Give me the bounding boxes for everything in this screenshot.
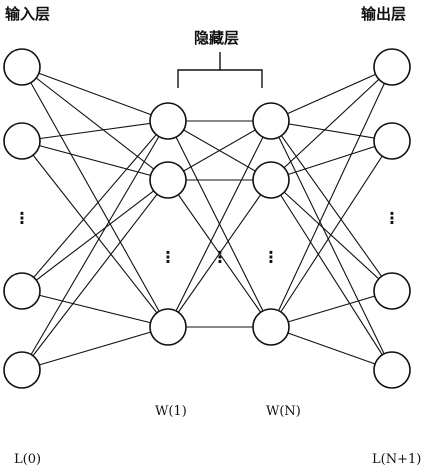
input-layer-label: 输入层 <box>5 5 51 23</box>
layer-first-index-label: L(0) <box>14 452 42 467</box>
edge-hidden-n-2-to-output-3 <box>270 326 393 371</box>
output-neuron-2 <box>373 272 411 310</box>
layer-last-index-label: L(N+1) <box>372 452 422 467</box>
edge-input-0-to-hidden-1-2 <box>21 66 169 328</box>
edge-hidden-n-1-to-output-0 <box>270 66 393 181</box>
hidden-layer-label: 隐藏层 <box>194 29 240 47</box>
edge-hidden-n-0-to-output-3 <box>270 120 393 371</box>
hidden-1-ellipsis: ⋮ <box>160 248 176 267</box>
edge-hidden-n-1-to-output-2 <box>270 179 393 292</box>
input-neuron-3 <box>3 351 41 389</box>
output-neuron-0 <box>373 48 411 86</box>
hidden-n-ellipsis: ⋮ <box>263 248 279 267</box>
edge-hidden-n-2-to-output-2 <box>270 290 393 328</box>
hidden-n-neuron-1 <box>252 161 290 199</box>
output-neuron-1 <box>373 122 411 160</box>
neuron-nodes <box>3 48 411 389</box>
edge-input-1-to-hidden-1-1 <box>21 140 169 181</box>
edge-input-0-to-hidden-1-0 <box>21 66 169 122</box>
hidden-n-neuron-2 <box>252 308 290 346</box>
edge-input-2-to-hidden-1-1 <box>21 179 169 292</box>
edge-hidden-n-0-to-output-1 <box>270 120 393 142</box>
middle-ellipsis: ⋮ <box>212 248 228 267</box>
edge-hidden-n-1-to-output-1 <box>270 140 393 181</box>
ellipsis-marks: ⋮ ⋮ ⋮ ⋮ ⋮ <box>14 209 400 267</box>
hidden-1-neuron-0 <box>149 102 187 140</box>
edge-input-1-to-hidden-1-0 <box>21 120 169 142</box>
edge-hidden-1-2-to-hidden-n-0 <box>167 120 272 328</box>
edge-hidden-1-1-to-hidden-n-0 <box>167 120 272 181</box>
edge-input-3-to-hidden-1-1 <box>21 179 169 371</box>
connection-lines <box>21 66 393 371</box>
hidden-1-neuron-1 <box>149 161 187 199</box>
edge-hidden-n-0-to-output-0 <box>270 66 393 122</box>
weight-first-label: W(1) <box>155 404 187 419</box>
edge-input-3-to-hidden-1-2 <box>21 326 169 371</box>
input-neuron-0 <box>3 48 41 86</box>
edge-input-0-to-hidden-1-1 <box>21 66 169 181</box>
edge-input-2-to-hidden-1-2 <box>21 290 169 328</box>
edge-hidden-1-2-to-hidden-n-1 <box>167 179 272 328</box>
edge-hidden-n-2-to-output-0 <box>270 66 393 328</box>
hidden-layer-bracket <box>177 52 263 88</box>
edge-input-1-to-hidden-1-2 <box>21 140 169 328</box>
edge-hidden-n-2-to-output-1 <box>270 140 393 328</box>
output-ellipsis: ⋮ <box>384 209 400 228</box>
edge-hidden-n-1-to-output-3 <box>270 179 393 371</box>
input-neuron-1 <box>3 122 41 160</box>
input-neuron-2 <box>3 272 41 310</box>
output-neuron-3 <box>373 351 411 389</box>
weight-last-label: W(N) <box>266 404 301 419</box>
hidden-1-neuron-2 <box>149 308 187 346</box>
edge-input-2-to-hidden-1-0 <box>21 120 169 292</box>
edge-hidden-n-0-to-output-2 <box>270 120 393 292</box>
output-layer-label: 输出层 <box>361 5 407 23</box>
hidden-n-neuron-0 <box>252 102 290 140</box>
edge-input-3-to-hidden-1-0 <box>21 120 169 371</box>
input-ellipsis: ⋮ <box>14 209 30 228</box>
